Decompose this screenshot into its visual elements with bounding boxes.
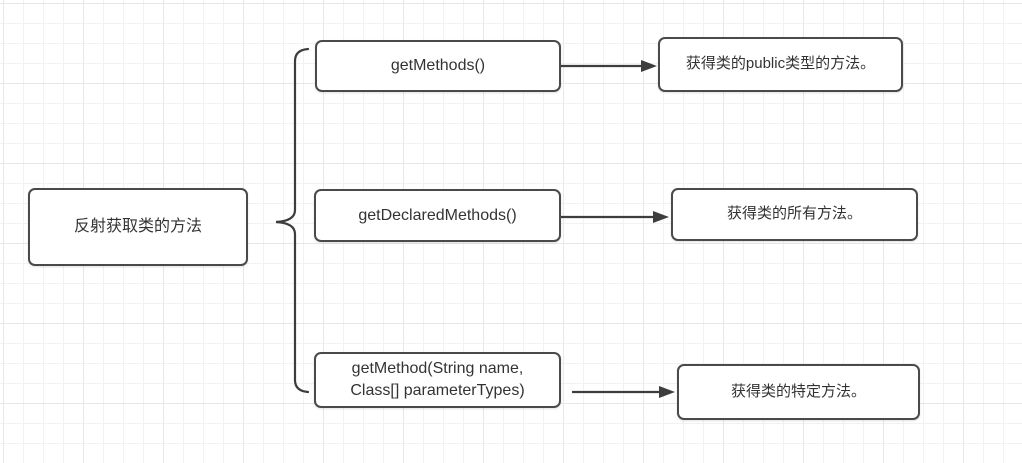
node-method-getmethod: getMethod(String name, Class[] parameter… <box>314 352 561 408</box>
node-method-getmethods: getMethods() <box>315 40 561 92</box>
node-method-getdeclaredmethods: getDeclaredMethods() <box>314 189 561 242</box>
arrow-row2 <box>561 211 669 223</box>
arrow-row1 <box>561 60 657 72</box>
node-description-all-methods: 获得类的所有方法。 <box>671 188 918 241</box>
node-description-public-methods: 获得类的public类型的方法。 <box>658 37 903 92</box>
node-reflection-root: 反射获取类的方法 <box>28 188 248 266</box>
brace-connector <box>275 47 310 394</box>
node-description-specific-method: 获得类的特定方法。 <box>677 364 920 420</box>
arrow-row3 <box>572 386 675 398</box>
